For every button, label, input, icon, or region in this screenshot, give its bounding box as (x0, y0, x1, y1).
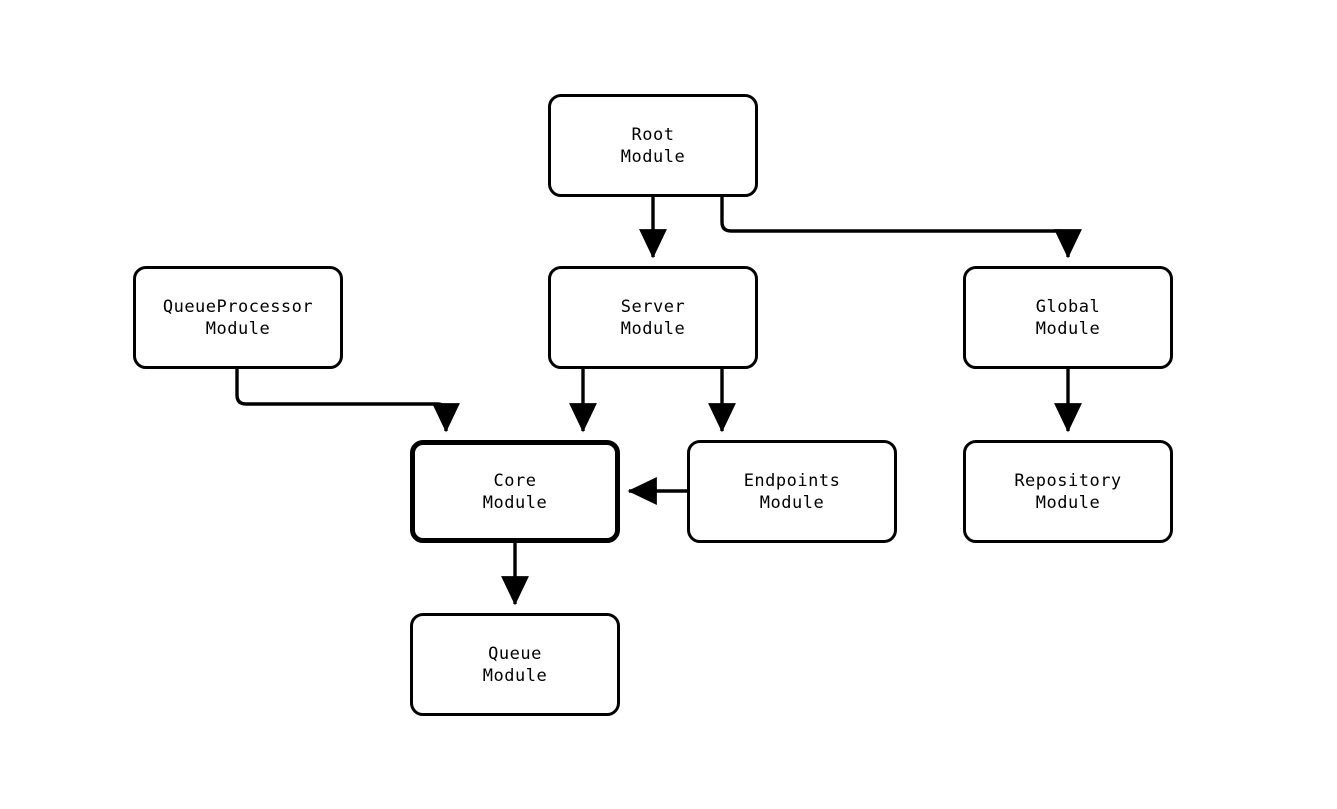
node-server-label-line1: Server (620, 296, 686, 317)
node-root-label-line2: Module (620, 146, 686, 167)
node-repository-label-line2: Module (1035, 492, 1101, 513)
node-queue-label-line2: Module (482, 665, 548, 686)
node-queueprocessor-label-line2: Module (205, 318, 271, 339)
node-core-label-line2: Module (482, 492, 548, 513)
node-root-label-line1: Root (631, 124, 675, 145)
node-queueprocessor-label-line1: QueueProcessor (162, 296, 314, 317)
node-global-label-line1: Global (1035, 296, 1101, 317)
node-queue-label-line1: Queue (488, 643, 542, 664)
edge-root-global (720, 197, 1082, 259)
edge-queueprocessor-core (235, 369, 460, 433)
node-endpoints-label-line1: Endpoints (743, 470, 841, 491)
node-endpoints-label-line2: Module (759, 492, 825, 513)
node-server-label-line2: Module (620, 318, 686, 339)
node-global-label-line2: Module (1035, 318, 1101, 339)
node-repository-label-line1: Repository (1014, 470, 1122, 491)
node-core-label-line1: Core (493, 470, 537, 491)
